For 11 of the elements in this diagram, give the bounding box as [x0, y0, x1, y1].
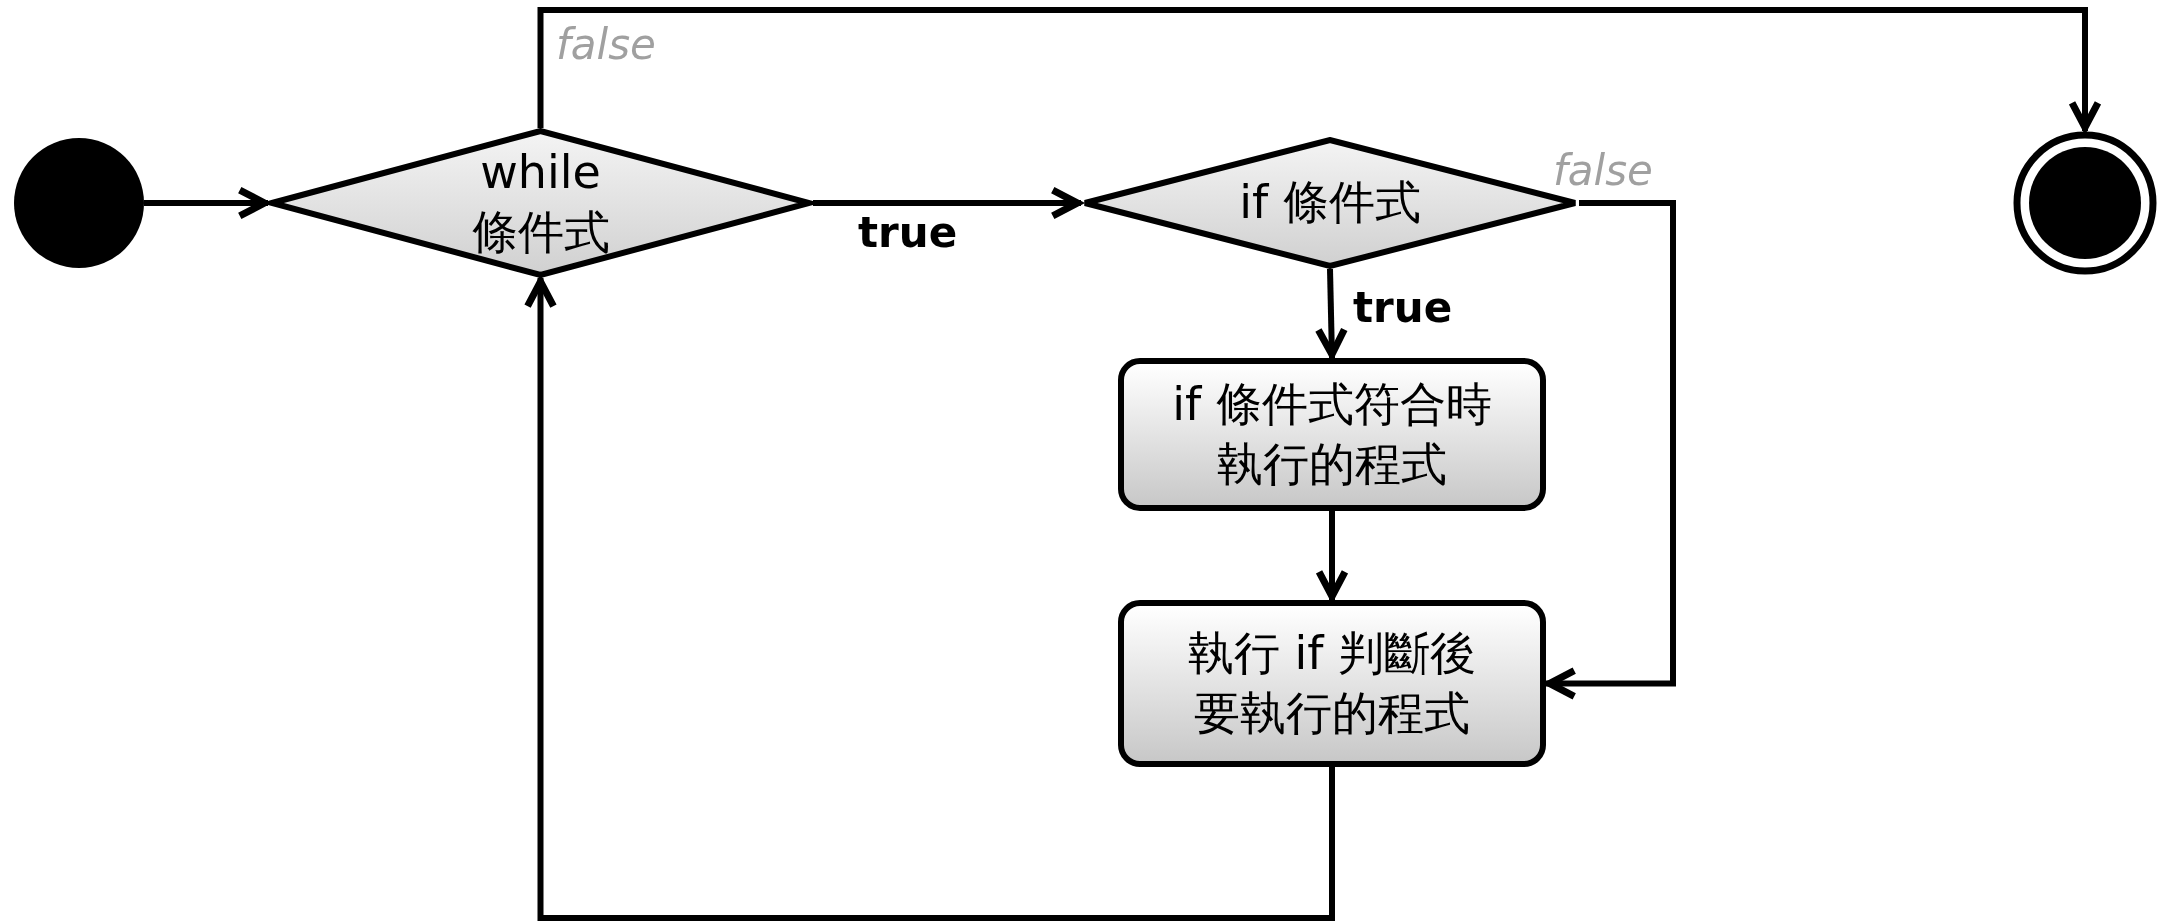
arrow: [537, 7, 2102, 131]
arrow: [144, 186, 268, 220]
arrow: [1314, 268, 1348, 359]
end-circle: [2013, 131, 2157, 275]
process-box: 執行 if 判斷後要執行的程式: [1118, 600, 1546, 767]
arrow: [524, 278, 1335, 921]
decision-diamond: while 條件式: [268, 128, 813, 278]
start-circle: [14, 138, 144, 268]
arrow: [1315, 511, 1349, 600]
arrow: [1546, 200, 1676, 700]
process-box: if 條件式符合時執行的程式: [1118, 358, 1546, 511]
